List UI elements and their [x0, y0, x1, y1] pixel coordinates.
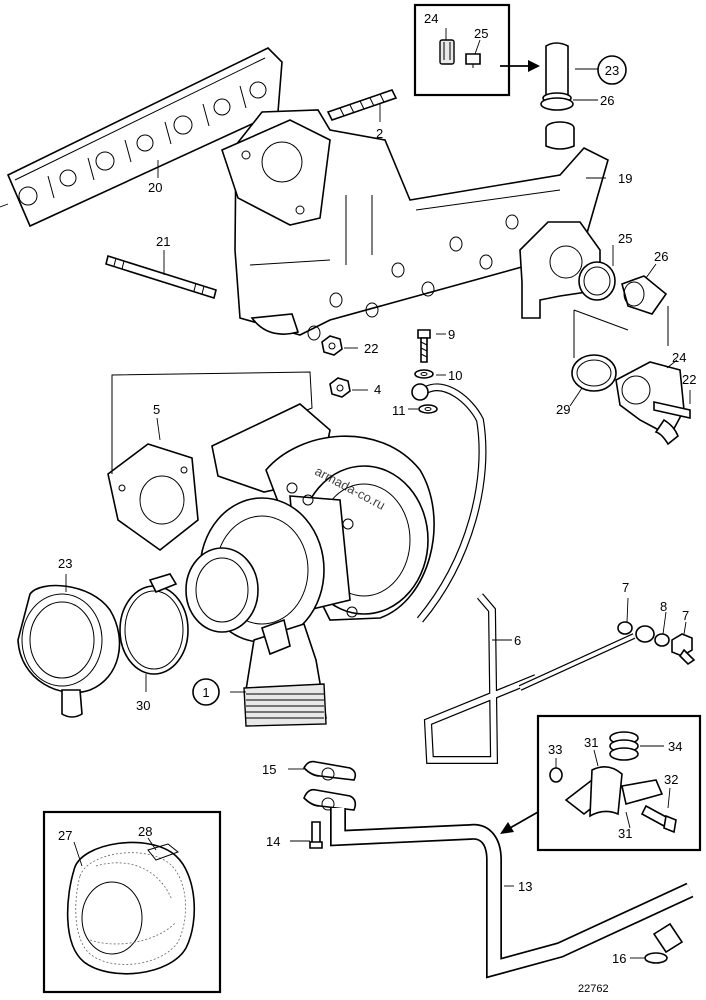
inset-clip-arrow	[500, 811, 539, 834]
callout-24: 24	[424, 11, 438, 26]
callout-21: 26	[654, 249, 668, 264]
inset-heat-shield-box	[42, 810, 222, 994]
inset-clip-box	[536, 714, 702, 852]
callout-27: 27	[58, 828, 72, 843]
hose-clamp-30	[119, 573, 189, 692]
callout-1: 1	[202, 685, 209, 700]
callout-32: 32	[664, 772, 678, 787]
intake-pipe-18	[17, 574, 121, 718]
callout-9-upper: 10	[448, 368, 462, 383]
callout-30: 30	[136, 698, 150, 713]
figure-number: 22762	[578, 983, 609, 995]
exhaust-manifold-14	[221, 109, 609, 341]
inset-arrow	[500, 60, 540, 72]
callout-18: 23	[58, 556, 72, 571]
callout-5: 6	[514, 633, 521, 648]
callout-3: 4	[374, 382, 381, 397]
thermostat-housing	[519, 221, 668, 319]
oil-feed-pipe-5	[411, 383, 538, 764]
nut-3	[329, 377, 368, 398]
callout-16: 21	[156, 234, 170, 249]
inset-clamp-box	[413, 3, 511, 97]
callout-12: 15	[262, 762, 276, 777]
oil-return-flange	[290, 788, 357, 849]
washer-9-upper	[414, 369, 446, 379]
thermostat-cover-19	[569, 306, 691, 446]
callout-33: 33	[548, 742, 562, 757]
callout-31-bottom: 31	[618, 826, 632, 841]
washer-9-lower	[408, 404, 438, 414]
callout-19: 24	[672, 350, 686, 365]
callout-14: 19	[618, 171, 632, 186]
callout-11: 14	[266, 834, 280, 849]
circled-callout-23: 23	[597, 55, 627, 85]
callout-13: 16	[612, 951, 626, 966]
callout-28: 28	[138, 824, 152, 839]
callout-7-left: 7	[622, 580, 629, 595]
manifold-gasket-15	[0, 47, 283, 228]
oil-return-pipe-10	[330, 808, 694, 979]
callout-15: 20	[148, 180, 162, 195]
callout-2: 2	[376, 126, 383, 141]
callout-29: 29	[556, 402, 570, 417]
callout-7-right: 8	[660, 599, 667, 614]
callout-34: 34	[668, 739, 682, 754]
callout-8: 9	[448, 327, 455, 342]
callout-10: 13	[518, 879, 532, 894]
callout-26: 26	[600, 93, 614, 108]
oil-pipe-right	[518, 597, 696, 691]
callout-9-lower: 11	[392, 403, 406, 418]
banjo-bolt-8	[417, 329, 446, 363]
callout-22: 22	[682, 372, 696, 387]
callout-labels: 24 25 26 2 19 20 21 25 26 9 22 24 10 22 …	[58, 11, 696, 995]
stud-2	[326, 89, 398, 122]
turbocharger	[185, 403, 435, 727]
callout-4: 5	[153, 402, 160, 417]
callout-23: 23	[605, 63, 619, 78]
nut-17	[321, 335, 358, 356]
callout-6: 7	[682, 608, 689, 623]
callout-17: 22	[364, 341, 378, 356]
circled-callout-1: 1	[192, 678, 220, 706]
coolant-pipe-23	[540, 42, 598, 111]
callout-25: 25	[474, 26, 488, 41]
callout-20: 25	[618, 231, 632, 246]
callout-31-top: 31	[584, 735, 598, 750]
gasket-12	[288, 760, 357, 781]
stud-16	[105, 250, 217, 300]
